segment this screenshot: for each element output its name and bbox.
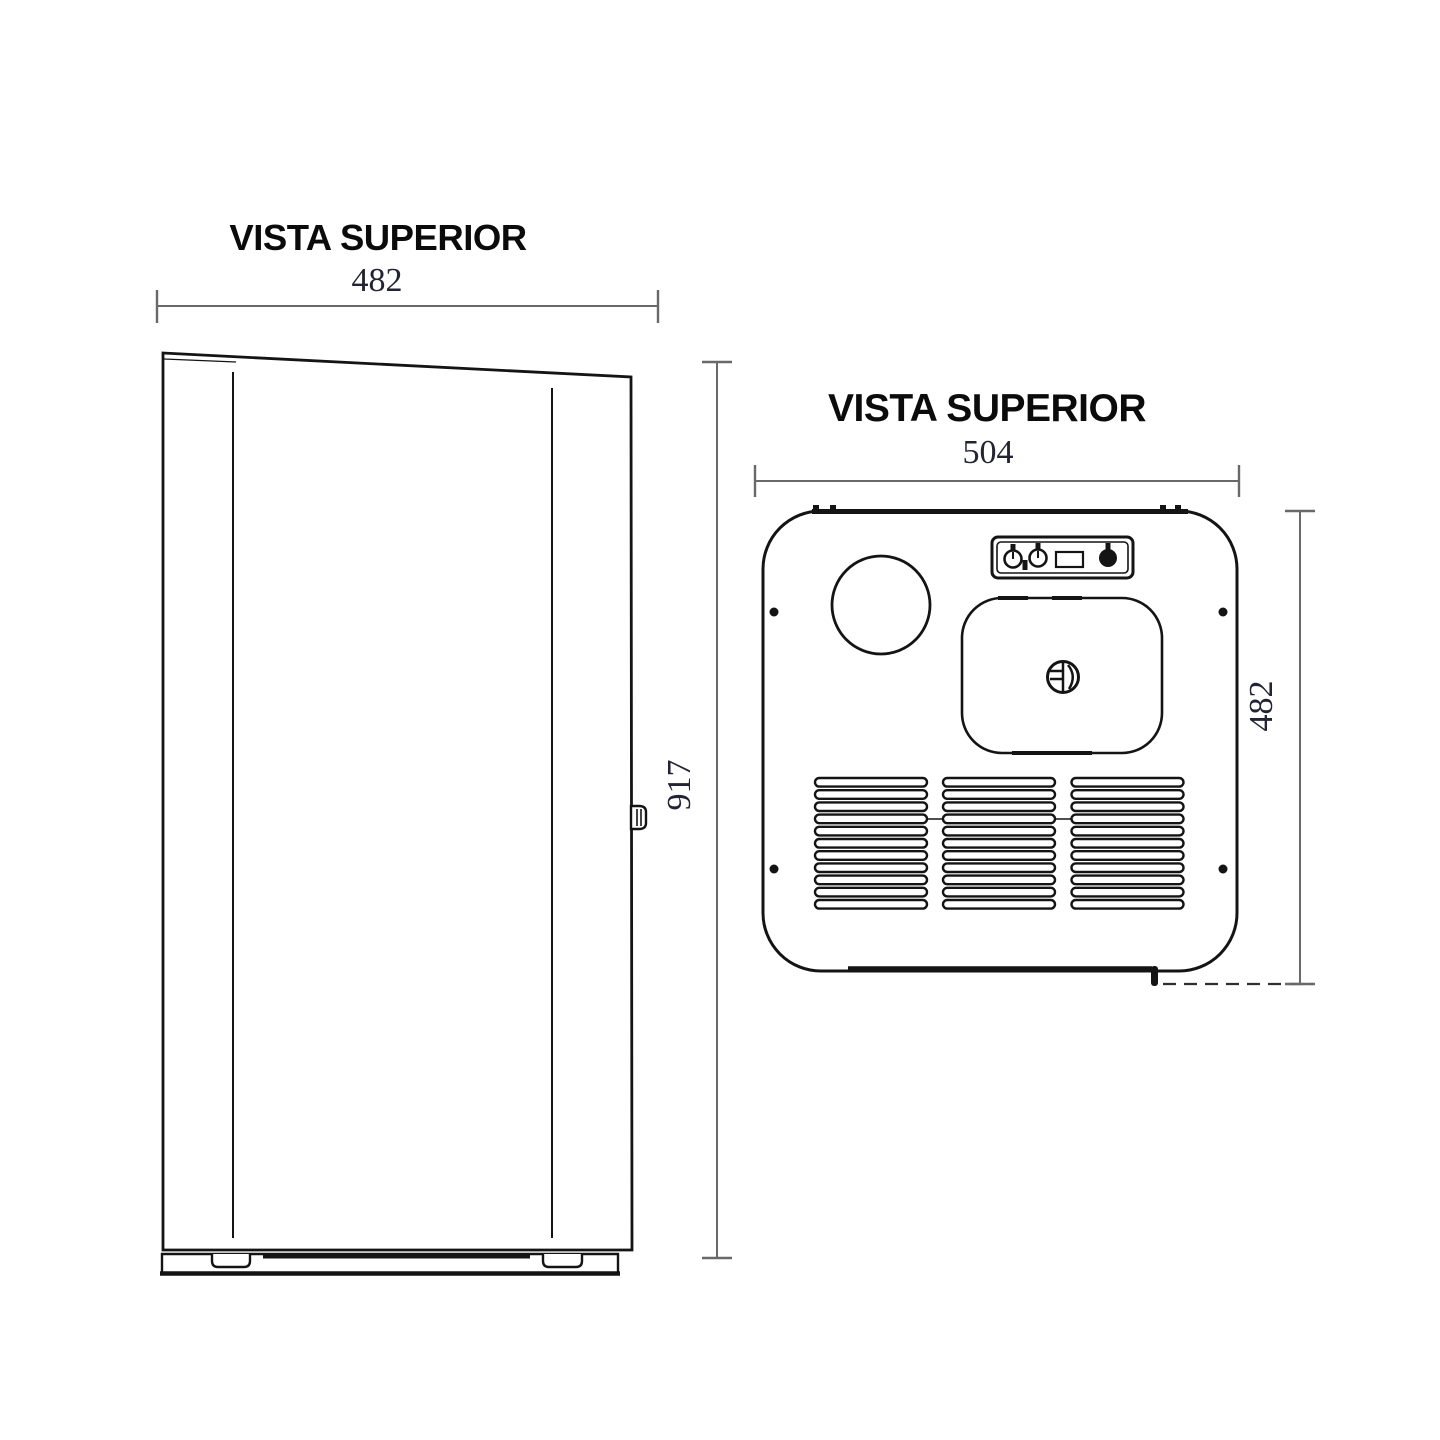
side-view-body-outline xyxy=(161,351,634,1252)
foot-right xyxy=(541,1254,584,1269)
screw-bottom-left xyxy=(769,864,779,874)
control-knob-2 xyxy=(1028,543,1048,568)
control-panel xyxy=(990,535,1135,580)
side-view-width-dimension: 482 xyxy=(155,262,660,323)
control-knob-3 xyxy=(1099,543,1117,567)
side-view-width-value: 482 xyxy=(352,262,403,299)
front-view-title: VISTA SUPERIOR xyxy=(828,387,1146,430)
screw-top-right xyxy=(1218,607,1228,617)
front-view-height-value: 482 xyxy=(1243,681,1280,732)
vent-column-center xyxy=(941,776,1057,910)
screw-bottom-right xyxy=(1218,864,1228,874)
top-face-edge-line xyxy=(163,358,237,363)
exhaust-vent-circle xyxy=(830,554,932,656)
vent-grille xyxy=(813,776,1185,910)
side-view-title: VISTA SUPERIOR xyxy=(229,217,526,258)
control-knob-1 xyxy=(1003,544,1023,569)
side-latch xyxy=(629,804,648,831)
door-latch-handle xyxy=(1046,660,1080,694)
front-view-drawing: VISTA SUPERIOR 504 xyxy=(753,387,1315,986)
control-switch xyxy=(1022,560,1028,570)
mounting-tabs xyxy=(813,505,1181,511)
foot-left xyxy=(210,1254,252,1269)
side-view-height-value: 917 xyxy=(661,760,698,811)
vent-column-right xyxy=(1070,776,1185,910)
side-view-drawing: VISTA SUPERIOR 482 xyxy=(155,217,732,1276)
display-window xyxy=(1054,550,1085,569)
base-plinth xyxy=(160,1252,620,1276)
corner-screws xyxy=(769,607,1228,874)
vent-column-left xyxy=(813,776,929,910)
front-view-width-dimension: 504 xyxy=(753,434,1241,497)
access-door xyxy=(960,596,1164,755)
drain-stub xyxy=(1151,966,1158,986)
front-view-width-value: 504 xyxy=(963,434,1014,471)
side-view-height-dimension: 917 xyxy=(661,360,732,1260)
screw-top-left xyxy=(769,607,779,617)
front-view-height-dimension: 482 xyxy=(1243,509,1315,986)
